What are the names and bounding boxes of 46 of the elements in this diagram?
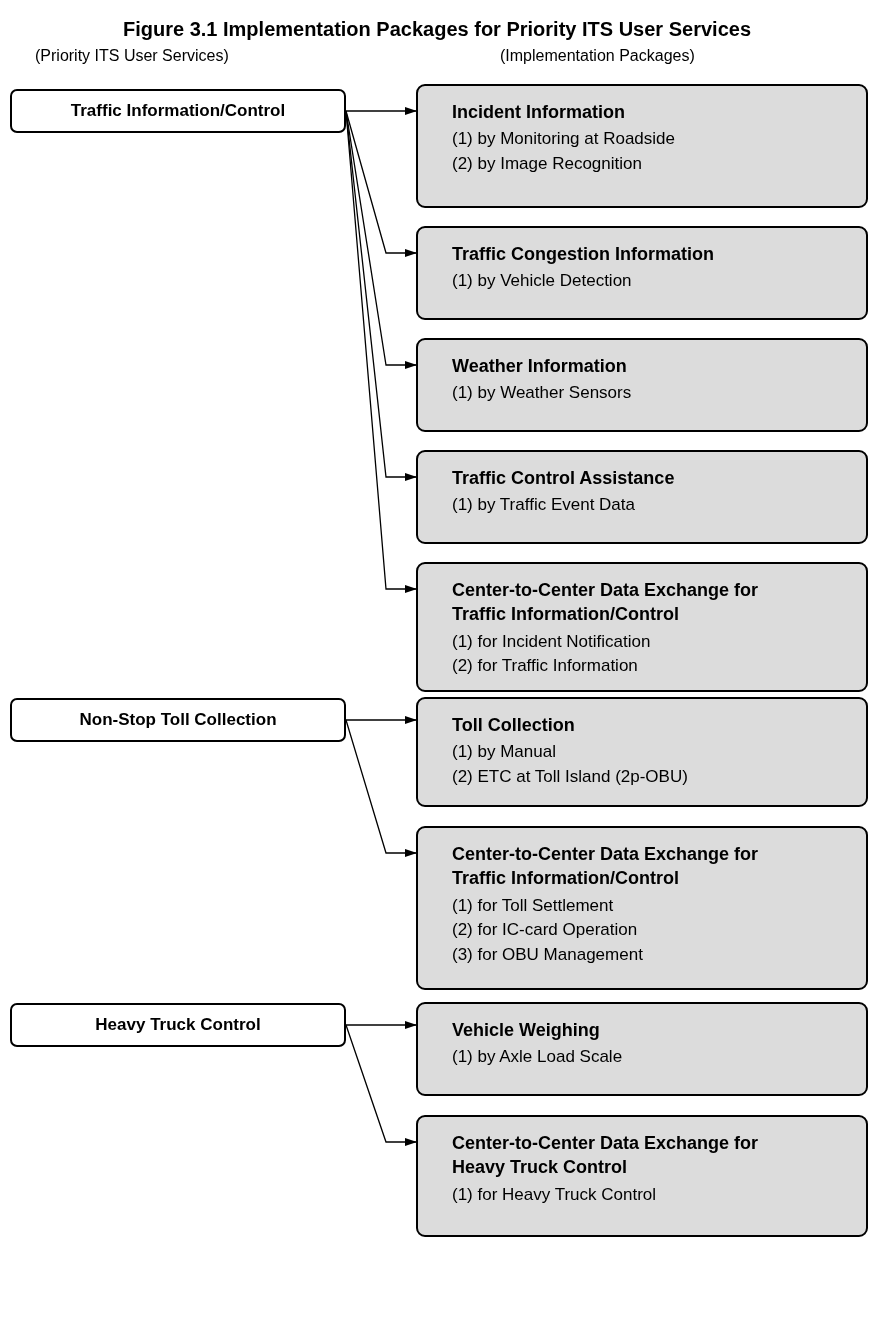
package-box [416, 84, 868, 208]
package-item: (1) by Weather Sensors [452, 382, 633, 405]
service-box [10, 1003, 346, 1047]
package-title: Vehicle Weighing [452, 1019, 601, 1042]
column-heading: (Implementation Packages) [500, 47, 695, 65]
package-item: (2) for IC-card Operation [452, 919, 639, 942]
package-item: (1) by Traffic Event Data [452, 494, 636, 517]
package-item: (1) by Axle Load Scale [452, 1046, 624, 1069]
arrow [345, 1024, 417, 1146]
package-item: (1) for Incident Notification [452, 630, 652, 653]
package-item: (1) for Toll Settlement [452, 894, 615, 917]
package-title: Traffic Control Assistance [452, 467, 676, 490]
package-box [416, 450, 868, 544]
package-item: (2) for Traffic Information [452, 655, 639, 678]
package-title: Weather Information [452, 355, 628, 378]
package-item: (3) for OBU Management [452, 943, 644, 966]
package-box [416, 1115, 868, 1237]
package-title: Center-to-Center Data Exchange for Traffic Information/Control [452, 579, 760, 627]
package-item: (1) for Heavy Truck Control [452, 1183, 658, 1206]
package-box [416, 562, 868, 692]
package-box [416, 697, 868, 807]
service-name: Non-Stop Toll Collection [79, 710, 277, 730]
service-box [10, 698, 346, 742]
arrow [345, 1021, 417, 1029]
package-box [416, 826, 868, 990]
arrow [345, 719, 417, 857]
package-box [416, 226, 868, 320]
package-item: (1) by Vehicle Detection [452, 270, 633, 293]
package-item: (1) by Manual [452, 741, 557, 764]
package-box [416, 338, 868, 432]
service-name: Traffic Information/Control [70, 101, 286, 121]
package-title: Center-to-Center Data Exchange for Traffic Information/Control [452, 843, 760, 891]
service-box [10, 89, 346, 133]
column-heading: (Priority ITS User Services) [35, 47, 229, 65]
package-title: Traffic Congestion Information [452, 243, 715, 266]
arrow [345, 107, 417, 115]
package-item: (2) by Image Recognition [452, 152, 643, 175]
package-item: (1) by Monitoring at Roadside [452, 128, 676, 151]
arrow [345, 716, 417, 724]
package-title: Toll Collection [452, 714, 576, 737]
package-item: (2) ETC at Toll Island (2p-OBU) [452, 765, 689, 788]
package-title: Incident Information [452, 101, 626, 124]
package-box [416, 1002, 868, 1096]
package-title: Center-to-Center Data Exchange for Heavy Truck Control [452, 1132, 760, 1180]
service-name: Heavy Truck Control [95, 1015, 261, 1035]
figure-title: Figure 3.1 Implementation Packages for Priority ITS User Services [122, 18, 752, 41]
